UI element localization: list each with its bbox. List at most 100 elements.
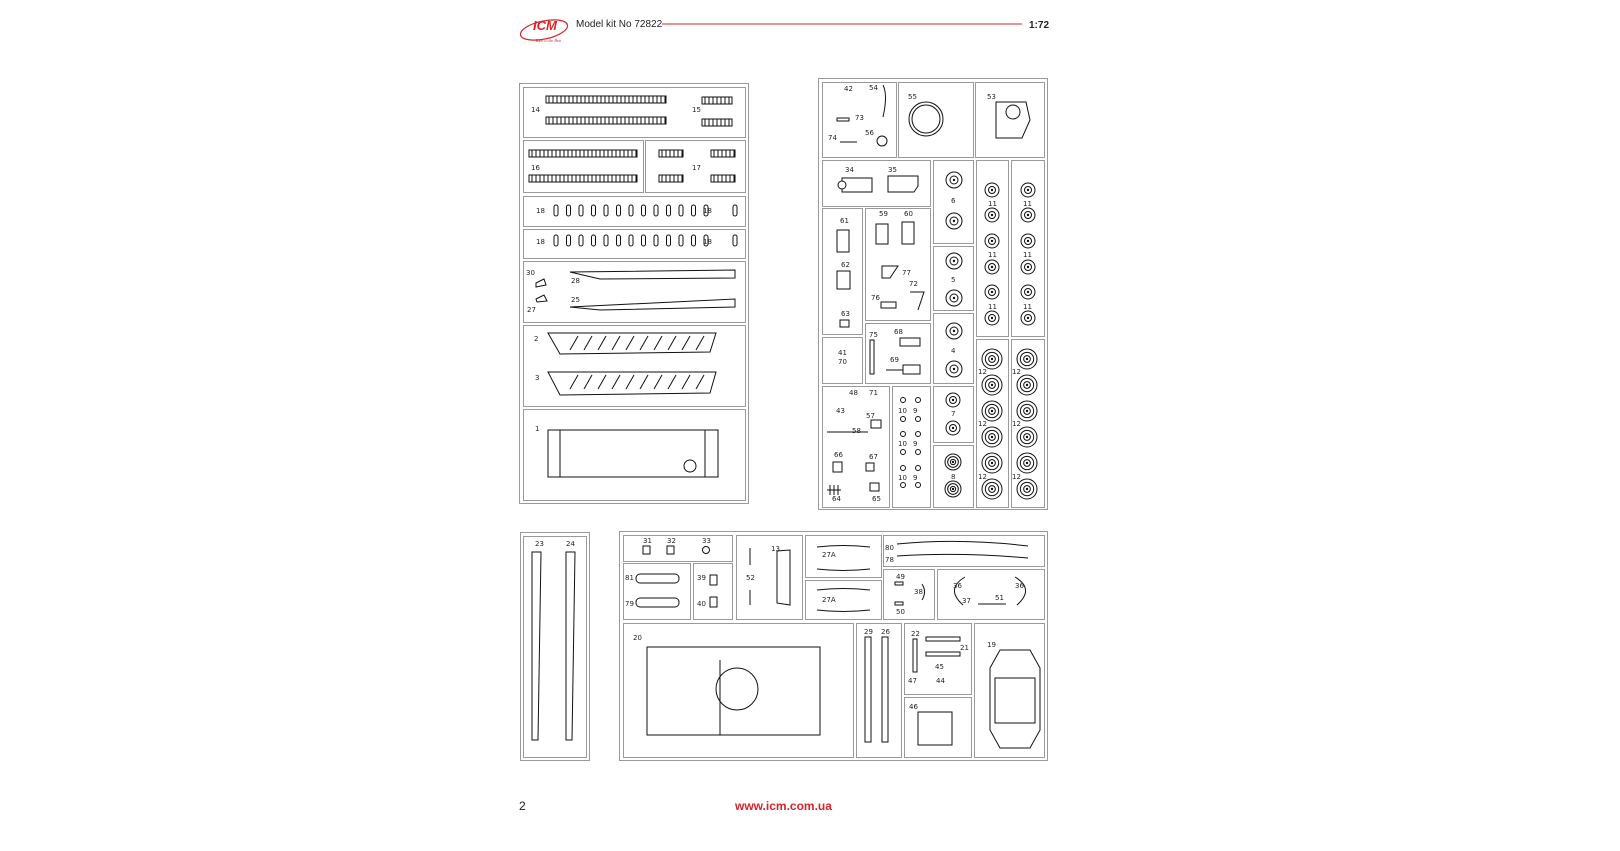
part-10-shape [900, 397, 906, 403]
part-49-shape [894, 581, 904, 586]
road-wheel-12-hub [1025, 409, 1029, 413]
part-25-shape [569, 298, 736, 311]
part-label: 80 [885, 544, 894, 552]
part-57-shape [870, 419, 882, 429]
part-9-shape [915, 397, 921, 403]
track-strip [710, 174, 736, 183]
part-38-shape [921, 583, 925, 601]
part-label: 15 [692, 106, 701, 114]
sprocket-6 [949, 216, 959, 226]
part-10-shape [900, 482, 906, 488]
track-link-18 [678, 234, 684, 247]
road-wheel-12-hub [990, 383, 994, 387]
suspension-arm [695, 374, 705, 390]
track-link-18 [616, 234, 621, 247]
track-link-18 [628, 234, 634, 247]
road-wheel-12 [984, 351, 1000, 367]
part-label: 40 [697, 600, 706, 608]
part-35-shape [887, 175, 919, 193]
track-link-18 [603, 204, 609, 217]
part-label: 78 [885, 556, 894, 564]
part-label: 29 [864, 628, 873, 636]
road-wheel-11 [988, 263, 996, 271]
suspension-arm [695, 335, 705, 351]
track-links [528, 95, 738, 247]
part-65-shape [869, 482, 880, 492]
part-label: 12 [1012, 420, 1021, 428]
part-label: 23 [535, 540, 544, 548]
part-label: 22 [911, 630, 920, 638]
part-label: 51 [995, 594, 1004, 602]
website-link[interactable]: www.icm.com.ua [734, 799, 832, 813]
road-wheel-11 [984, 310, 1000, 326]
part-10-shape [900, 416, 906, 422]
road-wheel-11 [984, 259, 1000, 275]
part-label: 12 [978, 368, 987, 376]
road-wheel-12 [1023, 433, 1031, 441]
part-label: 30 [526, 269, 535, 277]
track-strip [710, 149, 736, 158]
part-label: 5 [951, 276, 955, 284]
part-label: 26 [881, 628, 890, 636]
road-wheels [944, 171, 1038, 500]
road-wheel-12 [984, 455, 1000, 471]
track-strip [528, 149, 638, 158]
return-roller-7 [945, 392, 961, 408]
suspension-arm [639, 374, 649, 390]
part-label: 27 [527, 306, 536, 314]
track-link-18 [591, 204, 596, 217]
part-9-shape [915, 465, 921, 471]
part-label: 28 [571, 277, 580, 285]
part-label: 77 [902, 269, 911, 277]
track-strip [658, 174, 684, 183]
part-label: 60 [904, 210, 913, 218]
part-label: 45 [935, 663, 944, 671]
road-wheel-12 [988, 485, 996, 493]
part-46-shape [917, 711, 953, 746]
part-9-shape [915, 431, 921, 437]
part-label: 64 [832, 495, 841, 503]
track-link-18 [653, 234, 659, 247]
road-wheel-12 [1019, 377, 1035, 393]
road-wheel-11-hub [990, 316, 994, 320]
part-label: 66 [834, 451, 843, 459]
part-32-shape [666, 545, 675, 555]
sprocket-6-hub [952, 219, 956, 223]
part-55-inner [911, 104, 941, 134]
part-72-shape [910, 291, 925, 311]
road-wheel-11 [988, 211, 996, 219]
road-wheel-12 [988, 407, 996, 415]
part-label: 4 [951, 347, 956, 355]
track-link-18 [678, 204, 684, 217]
road-wheel-12 [984, 429, 1000, 445]
road-wheel-12-hub [990, 435, 994, 439]
idler-5 [949, 293, 959, 303]
track-link-18 [578, 234, 584, 247]
road-wheel-12 [1019, 481, 1035, 497]
suspension-arm [681, 374, 691, 390]
kit-scale: 1:72 [1029, 20, 1049, 31]
part-label: 69 [890, 356, 899, 364]
part-label: 56 [865, 129, 874, 137]
sprocket-4 [949, 364, 959, 374]
part-label: 54 [869, 84, 878, 92]
part-label: 10 [898, 440, 907, 448]
sprue-b: 42 54 73 74 56 55 53 34 35 6 5 4 7 8 11 … [818, 78, 1048, 510]
road-wheel-11-hub [990, 213, 994, 217]
track-link-18 [603, 234, 609, 247]
part-label: 68 [894, 328, 903, 336]
road-wheel-11-hub [990, 290, 994, 294]
road-wheel-11-hub [990, 188, 994, 192]
svg-text:ICM: ICM [533, 18, 558, 33]
suspension-arms [569, 335, 705, 390]
road-wheel-11 [988, 314, 996, 322]
part-label: 27A [822, 551, 836, 559]
part-54-shape [882, 84, 886, 118]
part-34-detail [837, 180, 847, 190]
return-roller-7 [949, 396, 957, 404]
part-label: 41 [838, 349, 847, 357]
part-69-shape [886, 364, 921, 375]
part-label: 12 [978, 420, 987, 428]
part-80-78-cables [896, 540, 1029, 559]
part-27A-shape [816, 588, 871, 612]
